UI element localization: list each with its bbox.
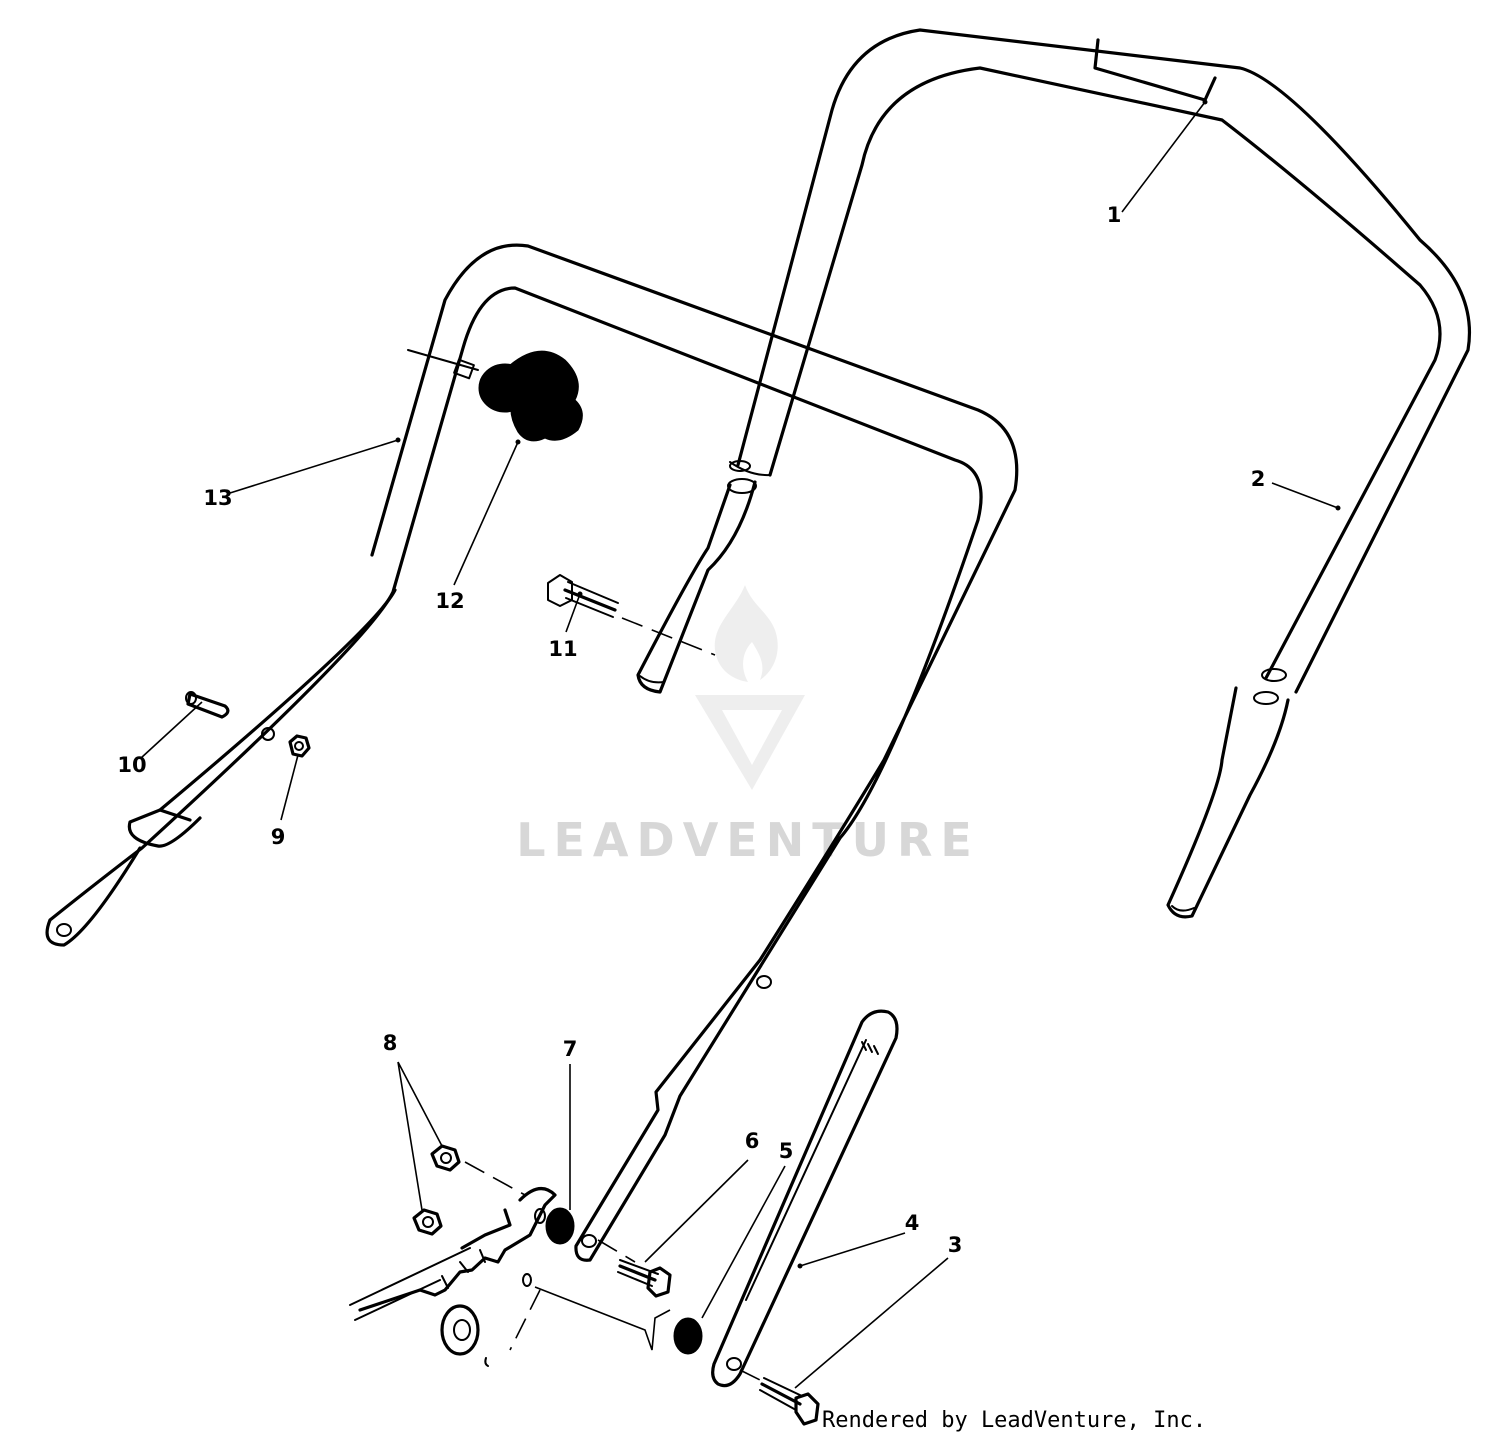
nut-8-upper bbox=[430, 1144, 526, 1196]
watermark-logo bbox=[695, 585, 805, 790]
bolt-11 bbox=[547, 574, 716, 656]
upper-handle bbox=[636, 28, 1472, 919]
callout-6: 6 bbox=[745, 1129, 760, 1153]
bolt-6 bbox=[597, 1239, 672, 1298]
callout-2: 2 bbox=[1251, 467, 1266, 491]
nut-8-lower bbox=[412, 1208, 443, 1236]
callout-8: 8 bbox=[383, 1031, 398, 1055]
callout-11: 11 bbox=[548, 637, 577, 661]
callout-13: 13 bbox=[203, 486, 232, 510]
bushing-7 bbox=[545, 1207, 575, 1245]
nut-9 bbox=[288, 734, 311, 758]
height-adjuster-link bbox=[711, 1009, 899, 1388]
deck-bracket bbox=[349, 1187, 671, 1367]
lower-handle bbox=[45, 243, 1019, 1262]
leader-lines bbox=[140, 99, 1341, 1389]
knob bbox=[407, 349, 583, 442]
callout-10: 10 bbox=[117, 753, 146, 777]
callout-3: 3 bbox=[948, 1233, 963, 1257]
bolt-3 bbox=[739, 1369, 820, 1426]
pin bbox=[185, 691, 230, 719]
callout-7: 7 bbox=[563, 1037, 578, 1061]
bushing-5 bbox=[673, 1317, 703, 1355]
watermark-text: LEADVENTURE bbox=[516, 813, 980, 867]
callout-12: 12 bbox=[435, 589, 464, 613]
callout-1: 1 bbox=[1107, 203, 1122, 227]
credit-text: Rendered by LeadVenture, Inc. bbox=[822, 1408, 1206, 1433]
callout-5: 5 bbox=[779, 1139, 794, 1163]
callout-4: 4 bbox=[905, 1211, 920, 1235]
callout-9: 9 bbox=[271, 825, 286, 849]
